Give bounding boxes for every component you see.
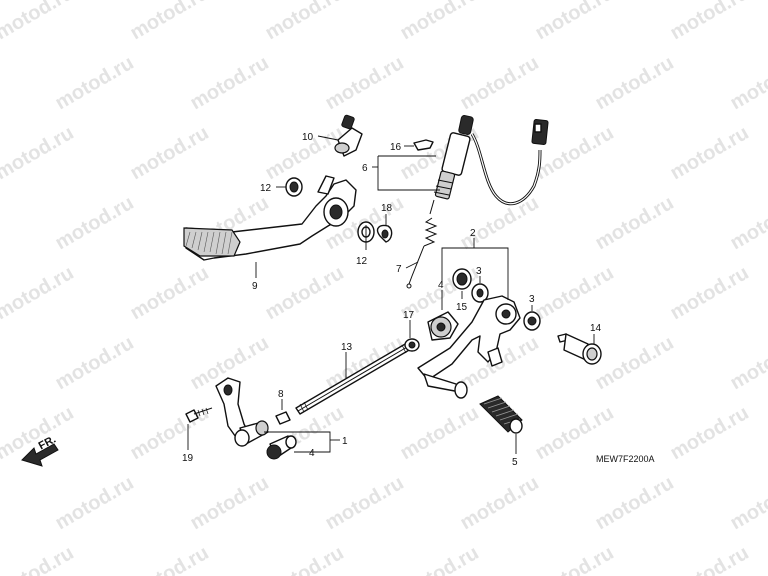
watermark-text: motod.ru — [532, 0, 618, 44]
watermark-text: motod.ru — [532, 542, 618, 576]
callout-10: 10 — [302, 132, 314, 143]
callout-7: 7 — [396, 264, 402, 275]
watermark-text: motod.ru — [592, 332, 678, 394]
callout-3-right: 3 — [529, 294, 535, 305]
brake-switch-6 — [429, 115, 549, 215]
tie-rod-end-4-lower — [266, 435, 297, 460]
watermark-text: motod.ru — [187, 472, 273, 534]
watermark-text: motod.ru — [127, 542, 213, 576]
watermark-text: motod.ru — [727, 52, 768, 114]
watermark-text: motod.ru — [262, 0, 348, 44]
washer-3-right — [523, 311, 541, 331]
watermark-text: motod.ru — [322, 472, 408, 534]
callout-15: 15 — [456, 302, 468, 313]
watermark-text: motod.ru — [667, 402, 753, 464]
watermark-text: motod.ru — [0, 122, 78, 184]
watermark-text: motod.ru — [0, 262, 78, 324]
watermark-text: motod.ru — [0, 0, 78, 44]
callout-3-left: 3 — [476, 266, 482, 277]
watermark-text: motod.ru — [127, 262, 213, 324]
watermark-text: motod.ru — [457, 52, 543, 114]
nut-17 — [404, 338, 420, 352]
pedal-rubber-5 — [479, 395, 523, 434]
pivot-bolt-14 — [557, 333, 602, 365]
washer-12-top — [285, 177, 303, 197]
watermark-text: motod.ru — [52, 332, 138, 394]
callout-16: 16 — [390, 142, 402, 153]
watermark-text: motod.ru — [397, 542, 483, 576]
leader-lines — [187, 135, 595, 454]
watermark-text: motod.ru — [727, 192, 768, 254]
callout-17: 17 — [403, 310, 415, 321]
watermark-text: motod.ru — [667, 542, 753, 576]
shift-pedal-2 — [417, 295, 521, 399]
washer-3-left — [471, 283, 489, 303]
brake-switch-10 — [334, 114, 363, 157]
watermark-text: motod.ru — [0, 52, 3, 114]
watermark-text: motod.ru — [127, 122, 213, 184]
watermark-text: motod.ru — [127, 402, 213, 464]
callout-12-top: 12 — [260, 183, 272, 194]
brake-pedal-9 — [183, 175, 357, 261]
callout-2: 2 — [470, 228, 476, 239]
callout-4-upper: 4 — [438, 280, 444, 291]
callout-4-lower: 4 — [309, 448, 315, 459]
watermark-text: motod.ru — [0, 542, 78, 576]
watermark-text: motod.ru — [727, 332, 768, 394]
bolt-19 — [185, 407, 213, 423]
watermark-text: motod.ru — [397, 402, 483, 464]
callout-6: 6 — [362, 163, 368, 174]
watermark-text: motod.ru — [262, 542, 348, 576]
watermark-text: motod.ru — [727, 472, 768, 534]
callout-5: 5 — [512, 457, 518, 468]
watermark-text: motod.ru — [592, 472, 678, 534]
callout-8: 8 — [278, 389, 284, 400]
clip-16 — [413, 139, 434, 151]
rubber-bush-4-upper — [427, 311, 459, 341]
front-direction-arrow — [21, 443, 59, 467]
watermark-text: motod.ru — [667, 0, 753, 44]
watermark-text: motod.ru — [0, 332, 3, 394]
callout-18: 18 — [381, 203, 393, 214]
watermark-text: motod.ru — [592, 52, 678, 114]
nut-8 — [275, 411, 291, 425]
spring-7 — [406, 217, 438, 289]
callout-labels: 10 16 6 12 18 12 7 9 2 3 4 15 3 14 17 13… — [182, 132, 602, 468]
watermark-text: motod.ru — [592, 192, 678, 254]
callout-13: 13 — [341, 342, 353, 353]
watermark-text: motod.ru — [0, 192, 3, 254]
watermark-text: motod.ru — [0, 472, 3, 534]
shift-rod-13 — [295, 339, 417, 415]
watermark-text: motod.ru — [187, 52, 273, 114]
clip-18 — [376, 224, 393, 243]
diagram-code: MEW7F2200A — [596, 454, 655, 464]
watermark-text: motod.ru — [52, 192, 138, 254]
callout-12-lower: 12 — [356, 256, 368, 267]
collar-15 — [452, 268, 472, 290]
watermark-text: motod.ru — [127, 0, 213, 44]
callout-14: 14 — [590, 323, 602, 334]
watermark-text: motod.ru — [322, 52, 408, 114]
watermark-text: motod.ru — [532, 262, 618, 324]
callout-19: 19 — [182, 453, 194, 464]
watermark-text: motod.ru — [52, 52, 138, 114]
watermark-text: motod.ru — [52, 472, 138, 534]
watermark-text: motod.ru — [457, 472, 543, 534]
shift-arm-1 — [215, 377, 269, 447]
watermark-text: motod.ru — [397, 0, 483, 44]
watermark-text: motod.ru — [262, 262, 348, 324]
watermark-text: motod.ru — [667, 262, 753, 324]
callout-1: 1 — [342, 436, 348, 447]
callout-9: 9 — [252, 281, 258, 292]
watermark-text: motod.ru — [667, 122, 753, 184]
